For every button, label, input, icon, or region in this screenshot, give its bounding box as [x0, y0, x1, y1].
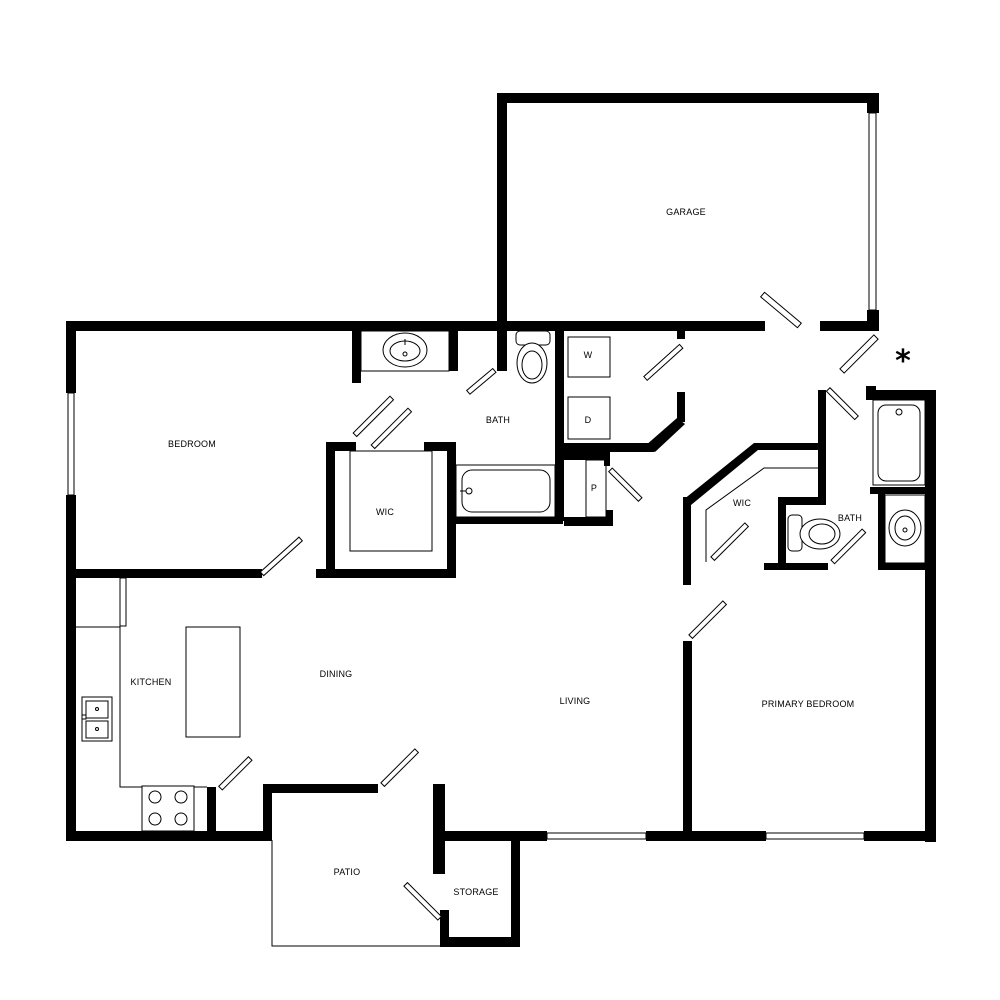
- primary-toilet-icon: [787, 514, 841, 552]
- room-label-bath: BATH: [485, 415, 511, 425]
- hall-bath-door[interactable]: [825, 387, 859, 421]
- garage-entry-door[interactable]: [759, 291, 803, 329]
- entry-door[interactable]: [839, 334, 879, 374]
- kitchen-sink-icon: [81, 696, 113, 742]
- washer: [567, 336, 611, 378]
- kitchen-island: [185, 626, 241, 738]
- primary-suite-walls: [683, 386, 936, 842]
- south-walls: [66, 784, 936, 947]
- bedroom-door[interactable]: [259, 536, 304, 577]
- wic-1-shelf: [349, 450, 433, 552]
- room-label-living: LIVING: [559, 696, 591, 706]
- pantry-walls: [564, 452, 613, 526]
- room-label-primary-bedroom: PRIMARY BEDROOM: [761, 699, 855, 709]
- living-window: [546, 832, 647, 840]
- patio-edge: [271, 840, 441, 947]
- dryer: [567, 396, 611, 440]
- primary-bath-door[interactable]: [830, 528, 867, 565]
- garage-walls: [497, 93, 879, 331]
- room-label-garage: GARAGE: [666, 207, 706, 217]
- laundry-door[interactable]: [643, 343, 684, 381]
- room-label-pantry: P: [590, 483, 598, 493]
- room-label-bedroom: BEDROOM: [168, 439, 216, 449]
- room-label-kitchen: KITCHEN: [130, 677, 172, 687]
- room-label-wic: WIC: [375, 507, 395, 517]
- storage-door[interactable]: [403, 881, 443, 921]
- bedroom-south-wall: [66, 569, 262, 578]
- primary-bathtub-icon: [872, 399, 926, 486]
- patio-door[interactable]: [380, 748, 420, 788]
- primary-bedroom-window: [765, 832, 865, 840]
- washer-label: W: [583, 350, 593, 360]
- wic-2-door[interactable]: [710, 522, 750, 562]
- primary-bedroom-door[interactable]: [688, 600, 728, 640]
- laundry-walls: [564, 331, 685, 452]
- bath-1-vanity: [360, 330, 450, 372]
- kitchen-closet-door[interactable]: [218, 756, 253, 791]
- room-label-dining: DINING: [319, 669, 353, 679]
- stove-icon: [141, 785, 195, 832]
- bath-1-door[interactable]: [465, 367, 497, 395]
- primary-sink-icon: [884, 494, 926, 564]
- wic-2-shelf: [705, 467, 818, 562]
- room-label-storage: STORAGE: [453, 887, 499, 897]
- toilet-icon: [515, 330, 551, 384]
- pantry-door[interactable]: [608, 467, 643, 502]
- north-walls: [66, 321, 765, 841]
- bedroom-window: [67, 392, 75, 496]
- room-label-patio: PATIO: [333, 867, 361, 877]
- wic-1-door-b[interactable]: [370, 407, 413, 450]
- dryer-label: D: [584, 415, 592, 425]
- wic-1-door-a[interactable]: [352, 395, 395, 438]
- garage-door-opening: [868, 112, 877, 311]
- pantry-shelf: [585, 459, 607, 518]
- wic-1-walls: [316, 442, 456, 578]
- kitchen-walls: [207, 787, 216, 832]
- bathtub-icon: [455, 464, 556, 518]
- bath-1-walls: [352, 321, 564, 524]
- entry-marker: *: [895, 344, 911, 379]
- room-label-bath-primary: BATH: [837, 513, 863, 523]
- room-label-wic-primary: WIC: [732, 498, 752, 508]
